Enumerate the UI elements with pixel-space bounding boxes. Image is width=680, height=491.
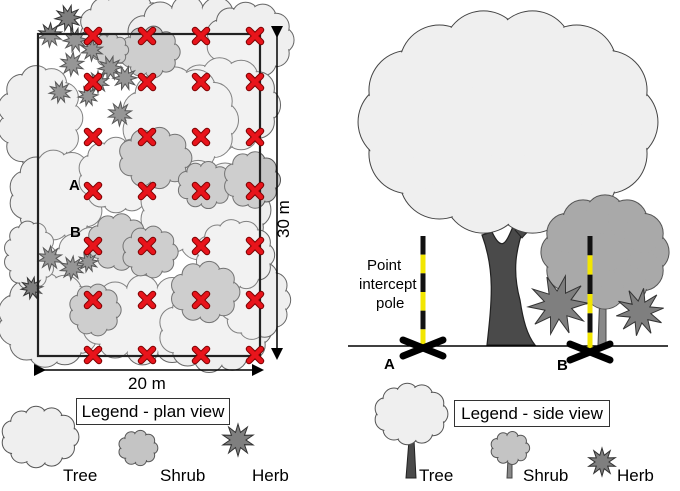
sample-point-r7c2 — [137, 345, 157, 365]
plan-herb-10 — [76, 84, 100, 108]
sample-point-r7c1 — [83, 345, 103, 365]
pole-label-line-2: intercept — [359, 276, 417, 293]
plan-herb-5 — [58, 50, 86, 78]
side-legend-herb-label: Herb — [617, 466, 654, 485]
pole-label-line-3: pole — [376, 295, 405, 312]
plan-herb-7 — [111, 64, 139, 92]
pole-a — [399, 236, 447, 360]
plan-shrub-canopies — [69, 25, 282, 337]
plan-herb-14 — [76, 250, 100, 274]
sample-point-r6c3 — [191, 290, 211, 310]
plan-legend-shrub-label: Shrub — [160, 466, 206, 485]
side-herb-left — [526, 273, 590, 337]
sample-point-r3c3 — [191, 127, 211, 147]
sample-point-r5c4 — [245, 236, 265, 256]
side-view-scene — [348, 10, 670, 364]
legend-plan-tree-icon — [1, 405, 80, 469]
plot-width-label: 20 m — [128, 374, 166, 393]
legend-side-tree-trunk — [405, 439, 417, 479]
point-b-label-side: B — [557, 357, 568, 374]
point-a-label-plan: A — [69, 177, 80, 194]
sample-point-r6c4 — [245, 290, 265, 310]
sample-point-r6c2 — [137, 290, 157, 310]
legend-side-shrub-icon — [490, 431, 531, 465]
pole-b — [566, 236, 614, 364]
sample-point-r6c1 — [83, 290, 103, 310]
sample-point-r4c1 — [83, 181, 103, 201]
side-legend-shrub-label: Shrub — [523, 466, 569, 485]
point-b-label-plan: B — [70, 224, 81, 241]
sample-point-r2c2 — [137, 72, 157, 92]
plan-herb-1 — [53, 3, 83, 33]
plan-legend-herb-label: Herb — [252, 466, 289, 485]
sample-point-r5c1 — [83, 236, 103, 256]
plan-herb-9 — [47, 79, 73, 105]
sample-point-r5c2 — [137, 236, 157, 256]
sample-point-r3c2 — [137, 127, 157, 147]
plan-shrub-2 — [119, 126, 193, 190]
sample-point-r4c4 — [245, 181, 265, 201]
sample-point-r1c4 — [245, 26, 265, 46]
plot-height-label: 30 m — [274, 200, 293, 238]
sample-point-r2c3 — [191, 72, 211, 92]
legend-icons — [1, 382, 617, 479]
plan-legend-tree-label: Tree — [63, 466, 98, 485]
plan-tree-6 — [0, 65, 84, 171]
legend-side-tree-icon — [374, 382, 449, 446]
plan-shrub-6 — [122, 225, 179, 279]
plan-shrub-1 — [120, 25, 181, 79]
plan-shrub-8 — [171, 260, 241, 324]
sample-point-r7c3 — [191, 345, 211, 365]
sample-point-r2c4 — [245, 72, 265, 92]
plan-herb-11 — [106, 100, 134, 128]
plan-legend-title: Legend - plan view — [76, 398, 230, 425]
sample-point-r1c3 — [191, 26, 211, 46]
dimension-arrows — [34, 26, 283, 376]
side-legend-tree-label: Tree — [419, 466, 454, 485]
sample-point-r4c2 — [137, 181, 157, 201]
legend-side-herb-icon — [587, 446, 617, 478]
point-a-label-side: A — [384, 356, 395, 373]
sample-point-r4c3 — [191, 181, 211, 201]
pole-label-line-1: Point — [367, 257, 402, 274]
side-legend-title: Legend - side view — [454, 400, 610, 427]
side-tree-trunk — [481, 221, 537, 346]
legend-plan-shrub-icon — [118, 429, 159, 467]
sample-point-r3c1 — [83, 127, 103, 147]
plan-herb-13 — [58, 254, 86, 282]
sample-point-r2c1 — [83, 72, 103, 92]
sample-point-r1c2 — [137, 26, 157, 46]
legend-plan-herb-icon — [221, 422, 255, 458]
side-shrub-canopy — [540, 194, 670, 310]
side-herb-right — [616, 288, 664, 336]
sampling-points — [83, 26, 265, 365]
sample-point-r3c4 — [245, 127, 265, 147]
sample-point-r1c1 — [83, 26, 103, 46]
sample-point-r7c4 — [245, 345, 265, 365]
plan-herb-12 — [36, 244, 64, 272]
plan-shrub-7 — [69, 283, 122, 337]
sample-point-r5c3 — [191, 236, 211, 256]
